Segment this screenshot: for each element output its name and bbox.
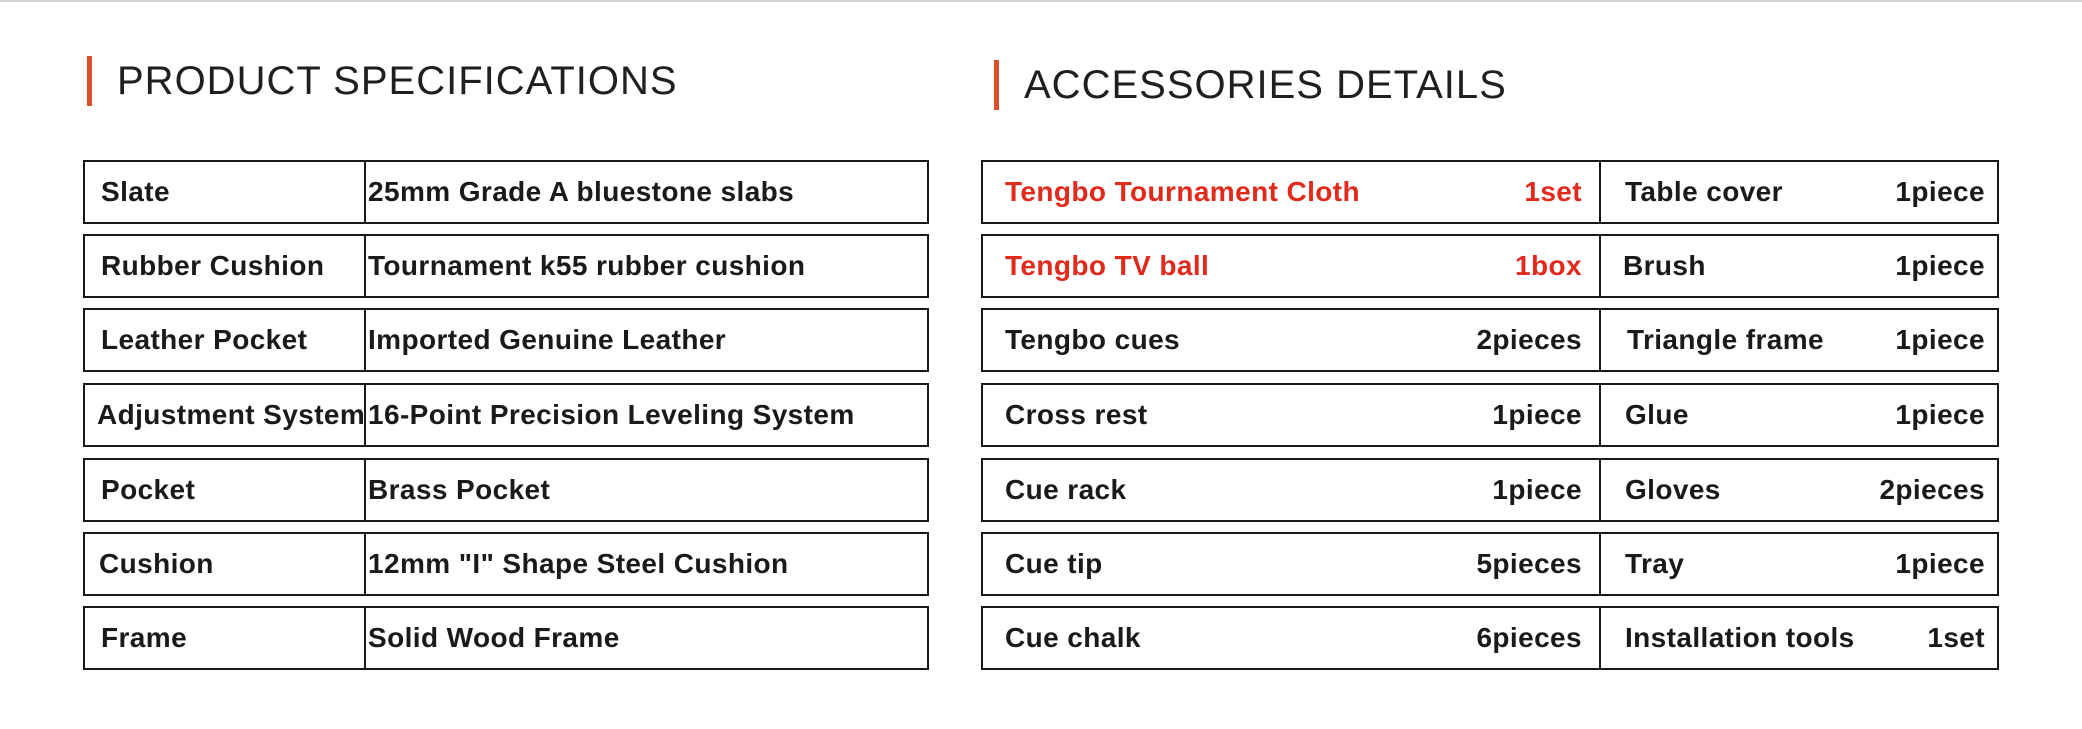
spec-row: Pocket Brass Pocket xyxy=(83,458,929,522)
accessory-row: Tengbo cues 2pieces Triangle frame 1piec… xyxy=(981,308,1999,372)
column-divider xyxy=(1599,534,1601,594)
accessories-details-heading: ACCESSORIES DETAILS xyxy=(994,60,1507,110)
spec-value: 12mm "I" Shape Steel Cushion xyxy=(368,548,789,579)
spec-value: Brass Pocket xyxy=(368,474,551,505)
spec-label: Adjustment System xyxy=(97,399,366,430)
accessory-qty: 1piece xyxy=(1492,399,1582,430)
accessory-name-2: Gloves xyxy=(1625,474,1721,505)
top-divider-line xyxy=(0,0,2082,2)
heading-text: PRODUCT SPECIFICATIONS xyxy=(117,58,678,103)
spec-row: Adjustment System 16-Point Precision Lev… xyxy=(83,383,929,447)
accessory-name: Cue tip xyxy=(1005,548,1103,579)
column-divider xyxy=(1599,385,1601,445)
column-divider xyxy=(1599,236,1601,296)
spec-row: Leather Pocket Imported Genuine Leather xyxy=(83,308,929,372)
accessory-name-2: Tray xyxy=(1625,548,1685,579)
accessory-qty-2: 1piece xyxy=(1895,324,1985,355)
accessory-qty-2: 2pieces xyxy=(1879,474,1985,505)
accessory-name: Cue rack xyxy=(1005,474,1127,505)
accessory-row: Cue tip 5pieces Tray 1piece xyxy=(981,532,1999,596)
accessory-row: Tengbo Tournament Cloth 1set Table cover… xyxy=(981,160,1999,224)
accessory-qty-2: 1piece xyxy=(1895,250,1985,281)
accessory-name: Tengbo cues xyxy=(1005,324,1181,355)
accessory-row: Cue chalk 6pieces Installation tools 1se… xyxy=(981,606,1999,670)
heading-text: ACCESSORIES DETAILS xyxy=(1024,62,1507,107)
column-divider xyxy=(1599,310,1601,370)
spec-label: Slate xyxy=(101,176,170,207)
heading-accent-bar xyxy=(87,56,92,106)
spec-row: Cushion 12mm "I" Shape Steel Cushion xyxy=(83,532,929,596)
accessory-row: Tengbo TV ball 1box Brush 1piece xyxy=(981,234,1999,298)
column-divider xyxy=(364,236,366,296)
product-specifications-heading: PRODUCT SPECIFICATIONS xyxy=(87,56,678,106)
spec-label: Rubber Cushion xyxy=(101,250,325,281)
column-divider xyxy=(1599,162,1601,222)
column-divider xyxy=(364,385,366,445)
accessory-row: Cross rest 1piece Glue 1piece xyxy=(981,383,1999,447)
accessory-name: Tengbo TV ball xyxy=(1005,250,1210,281)
spec-value: Imported Genuine Leather xyxy=(368,324,727,355)
spec-label: Frame xyxy=(101,622,188,653)
accessory-name-2: Table cover xyxy=(1625,176,1783,207)
column-divider xyxy=(364,310,366,370)
accessory-qty-2: 1piece xyxy=(1895,548,1985,579)
accessory-qty: 5pieces xyxy=(1476,548,1582,579)
accessory-qty: 2pieces xyxy=(1476,324,1582,355)
column-divider xyxy=(1599,460,1601,520)
accessory-qty: 1box xyxy=(1515,250,1582,281)
spec-label: Cushion xyxy=(99,548,214,579)
accessory-qty-2: 1piece xyxy=(1895,176,1985,207)
spec-value: Solid Wood Frame xyxy=(368,622,620,653)
column-divider xyxy=(364,608,366,668)
column-divider xyxy=(1599,608,1601,668)
column-divider xyxy=(364,162,366,222)
spec-row: Frame Solid Wood Frame xyxy=(83,606,929,670)
accessory-name-2: Brush xyxy=(1623,250,1706,281)
accessory-qty-2: 1piece xyxy=(1895,399,1985,430)
accessory-qty: 1piece xyxy=(1492,474,1582,505)
accessory-name-2: Glue xyxy=(1625,399,1689,430)
accessory-qty: 1set xyxy=(1524,176,1582,207)
spec-label: Leather Pocket xyxy=(101,324,308,355)
accessory-qty: 6pieces xyxy=(1476,622,1582,653)
column-divider xyxy=(364,460,366,520)
spec-row: Rubber Cushion Tournament k55 rubber cus… xyxy=(83,234,929,298)
spec-value: 16-Point Precision Leveling System xyxy=(368,399,855,430)
accessory-name-2: Triangle frame xyxy=(1627,324,1825,355)
accessory-name: Cross rest xyxy=(1005,399,1148,430)
heading-accent-bar xyxy=(994,60,999,110)
spec-row: Slate 25mm Grade A bluestone slabs xyxy=(83,160,929,224)
accessory-name-2: Installation tools xyxy=(1625,622,1855,653)
column-divider xyxy=(364,534,366,594)
spec-label: Pocket xyxy=(101,474,196,505)
accessory-row: Cue rack 1piece Gloves 2pieces xyxy=(981,458,1999,522)
spec-value: 25mm Grade A bluestone slabs xyxy=(368,176,795,207)
accessory-qty-2: 1set xyxy=(1927,622,1985,653)
accessory-name: Cue chalk xyxy=(1005,622,1141,653)
accessory-name: Tengbo Tournament Cloth xyxy=(1005,176,1361,207)
spec-value: Tournament k55 rubber cushion xyxy=(368,250,806,281)
